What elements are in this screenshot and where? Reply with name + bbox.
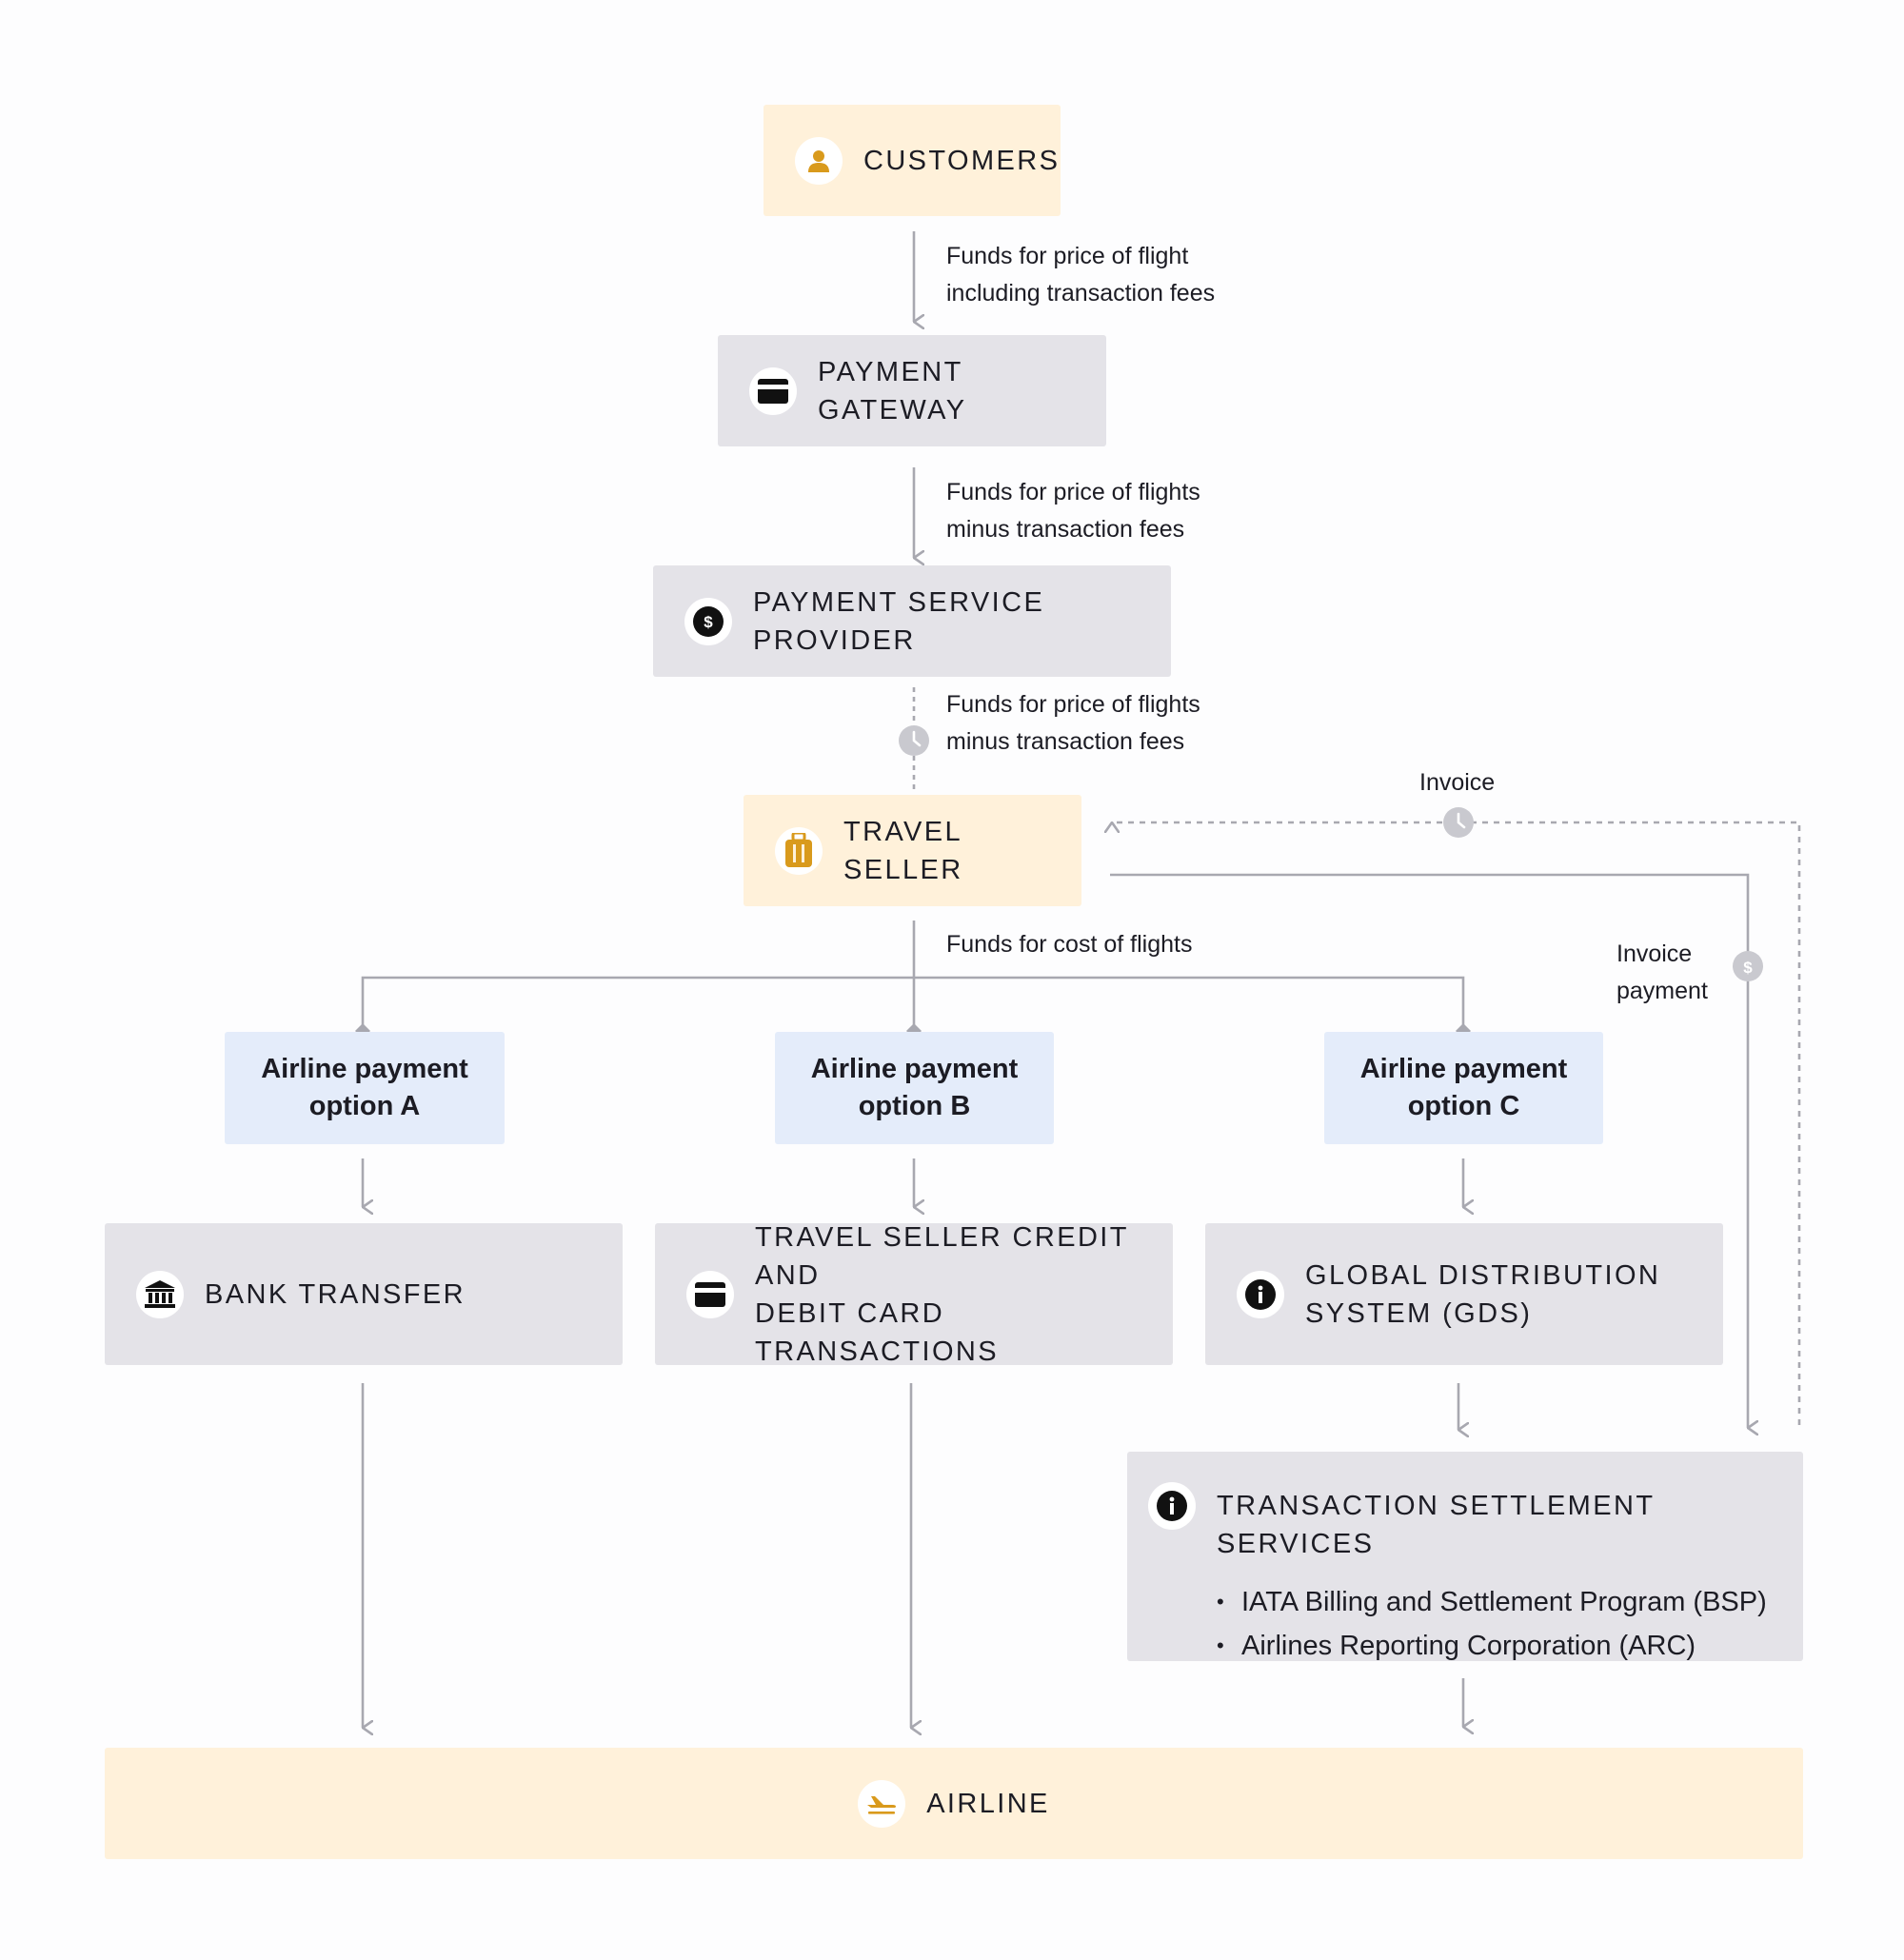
airplane-icon — [858, 1779, 906, 1828]
info-icon — [1148, 1482, 1196, 1530]
gds-node: GLOBAL DISTRIBUTION SYSTEM (GDS) — [1205, 1223, 1723, 1365]
airline-label: AIRLINE — [926, 1788, 1050, 1819]
settlement-title: TRANSACTION SETTLEMENT SERVICES — [1217, 1491, 1655, 1559]
label-gateway-to-psp: Funds for price of flights minus transac… — [946, 479, 1200, 543]
customers-label: CUSTOMERS — [863, 145, 1061, 176]
label-invoice: Invoice — [1419, 769, 1496, 796]
person-icon — [795, 136, 843, 185]
bank-icon — [136, 1270, 184, 1318]
credit-card-icon — [749, 366, 797, 415]
card-transactions-label: TRAVEL SELLER CREDIT AND DEBIT CARD TRAN… — [755, 1221, 1129, 1367]
label-customers-to-gateway: Funds for price of flight including tran… — [946, 243, 1216, 307]
travel-seller-label: TRAVEL SELLER — [843, 816, 963, 885]
credit-card-icon — [686, 1270, 734, 1318]
payment-service-provider-node: $ PAYMENT SERVICE PROVIDER — [653, 565, 1171, 677]
airline-payment-option-a: Airline payment option A — [225, 1032, 505, 1144]
svg-text:$: $ — [1743, 959, 1753, 977]
invoice-payment-line — [1110, 873, 1748, 1428]
payment-gateway-label: PAYMENT GATEWAY — [818, 356, 967, 426]
clock-icon — [899, 725, 929, 756]
list-item: Airlines Reporting Corporation (ARC) — [1217, 1624, 1803, 1668]
label-psp-to-seller: Funds for price of flights minus transac… — [946, 691, 1200, 755]
airline-node: AIRLINE — [105, 1748, 1803, 1859]
travel-seller-node: TRAVEL SELLER — [744, 795, 1081, 906]
label-invoice-payment: Invoice payment — [1616, 940, 1708, 1004]
list-item: IATA Billing and Settlement Program (BSP… — [1217, 1580, 1803, 1624]
settlement-list: IATA Billing and Settlement Program (BSP… — [1217, 1580, 1803, 1668]
clock-icon — [1443, 807, 1474, 838]
label-seller-to-options: Funds for cost of flights — [946, 931, 1193, 958]
gds-label: GLOBAL DISTRIBUTION SYSTEM (GDS) — [1305, 1259, 1661, 1329]
settlement-node: TRANSACTION SETTLEMENT SERVICES IATA Bil… — [1127, 1452, 1803, 1668]
dollar-icon: $ — [1733, 951, 1763, 981]
luggage-icon — [775, 826, 823, 875]
payment-gateway-node: PAYMENT GATEWAY — [718, 335, 1106, 446]
dollar-icon: $ — [684, 597, 732, 645]
airline-payment-option-c: Airline payment option C — [1324, 1032, 1603, 1144]
settlement-content: TRANSACTION SETTLEMENT SERVICES IATA Bil… — [1217, 1487, 1803, 1668]
info-icon — [1237, 1270, 1284, 1318]
customers-node: CUSTOMERS — [764, 105, 1061, 216]
card-transactions-node: TRAVEL SELLER CREDIT AND DEBIT CARD TRAN… — [655, 1222, 1173, 1367]
payment-service-provider-label: PAYMENT SERVICE PROVIDER — [753, 586, 1045, 656]
bank-transfer-node: BANK TRANSFER — [105, 1223, 623, 1365]
airline-payment-option-b: Airline payment option B — [775, 1032, 1054, 1144]
bank-transfer-label: BANK TRANSFER — [205, 1278, 466, 1310]
svg-text:$: $ — [704, 613, 713, 631]
options-branch — [361, 976, 1465, 1030]
